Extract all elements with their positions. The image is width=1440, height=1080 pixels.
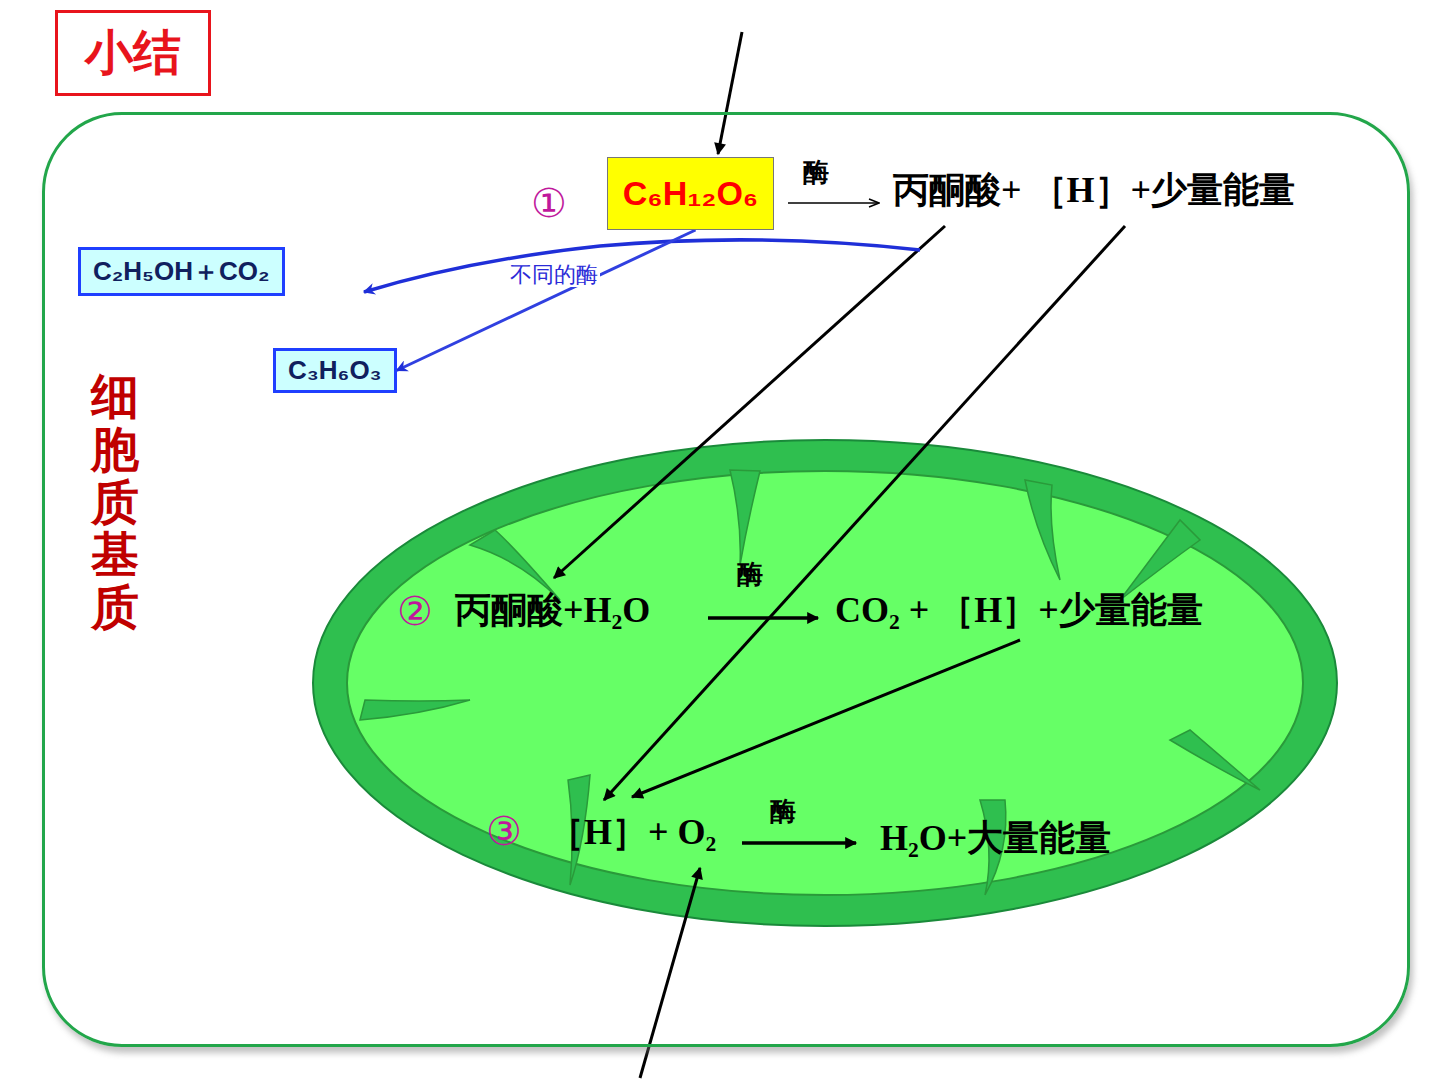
enzyme-label: 酶 — [803, 158, 829, 188]
hydrogen-arrow — [632, 640, 1020, 797]
mitochondrion — [313, 440, 1337, 926]
formula-text: C₃H₆O₃ — [288, 355, 382, 386]
hydrogen-arrow — [604, 226, 1125, 800]
callout-number: ① — [531, 180, 567, 226]
reaction-arrow — [742, 841, 856, 845]
product-box: C₃H₆O₃ — [273, 348, 397, 393]
callout-number: ② — [397, 588, 433, 634]
glucose-box: C₆H₁₂O₆ — [607, 157, 774, 230]
reaction-reactants: 丙酮酸+H₂O — [455, 590, 650, 631]
enzyme-label: 酶 — [770, 797, 796, 827]
formula-text: C₆H₁₂O₆ — [623, 174, 759, 213]
title-box: 小结 — [55, 10, 211, 96]
reaction-products: 丙酮酸+ ［H］+少量能量 — [893, 170, 1295, 211]
pyruvate-arrow — [554, 226, 945, 578]
reaction-arrow — [708, 616, 818, 620]
product-box: C₂H₅OH＋CO₂ — [78, 247, 285, 296]
title-text: 小结 — [85, 21, 181, 85]
enzyme-note: 不同的酶 — [508, 262, 600, 287]
formula-text: C₂H₅OH＋CO₂ — [93, 254, 270, 289]
region-label: 细胞质基质 — [91, 370, 139, 634]
reaction-products: H₂O+大量能量 — [880, 818, 1111, 859]
input-arrow — [718, 32, 742, 154]
fermentation-arrow — [364, 240, 920, 292]
cell-region: 细胞质基质 C₆H₁₂O₆ C₂H₅OH＋CO₂ C₃H₆O₃ — [42, 112, 1410, 1047]
enzyme-arrow — [397, 230, 696, 371]
callout-number: ③ — [486, 808, 522, 854]
reaction-reactants: ［H］+ O₂ — [548, 812, 716, 853]
enzyme-label: 酶 — [737, 560, 763, 590]
reaction-products: CO₂ + ［H］+少量能量 — [835, 590, 1203, 631]
reaction-arrow — [788, 202, 878, 204]
